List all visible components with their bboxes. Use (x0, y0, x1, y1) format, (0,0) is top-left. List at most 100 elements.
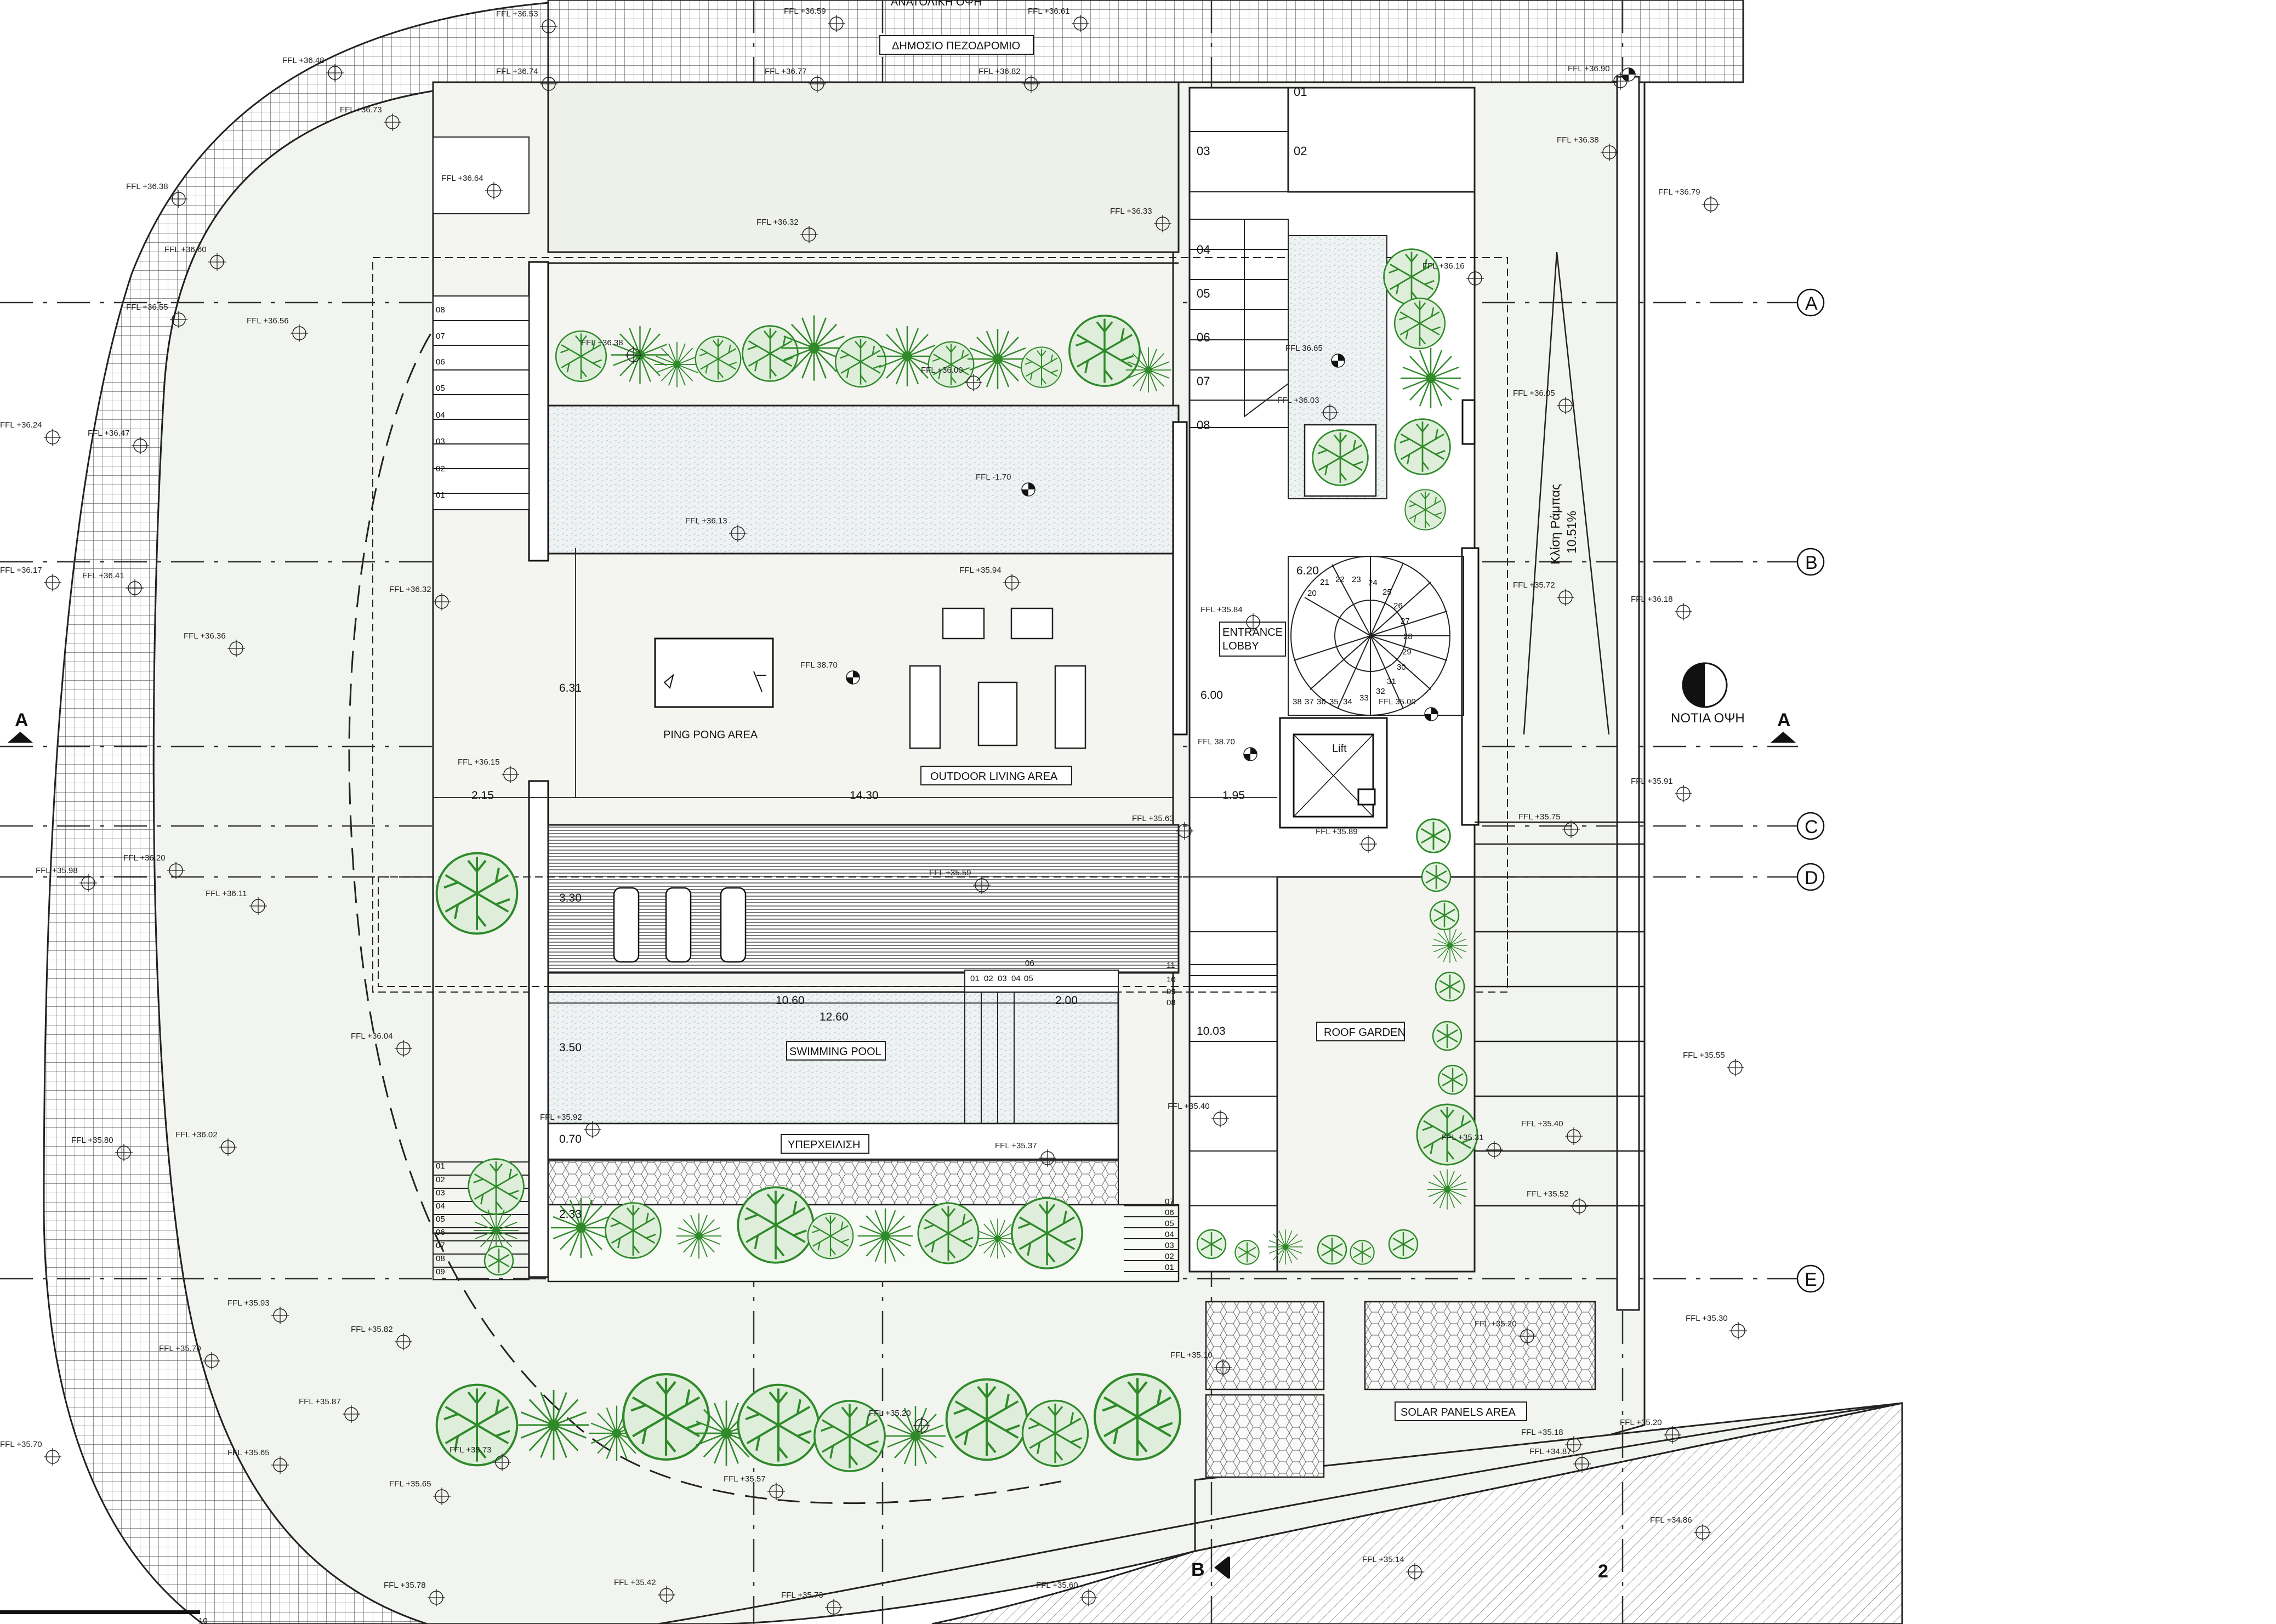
wu-step-07: 07 (436, 332, 445, 341)
level-marker: FFL +36.48 (282, 56, 344, 82)
level-label: FFL +35.55 (1683, 1051, 1725, 1060)
level-label: FFL +35.60 (1036, 1581, 1078, 1590)
level-marker: FFL +35.78 (384, 1581, 445, 1606)
wu-step-01: 01 (436, 491, 445, 500)
level-marker: FFL +36.77 (765, 67, 826, 93)
sp-22: 22 (1335, 575, 1345, 584)
level-marker: FFL +36.05 (1513, 389, 1574, 414)
overflow-label-box (781, 1134, 869, 1154)
level-label: FFL +36.24 (0, 420, 42, 430)
level-label: FFL +35.65 (227, 1448, 270, 1457)
west-upper-stair (433, 136, 530, 510)
level-label: FFL +35.78 (384, 1581, 426, 1590)
level-marker: FFL +36.04 (351, 1032, 412, 1057)
level-symbol-icon (1243, 747, 1258, 761)
level-label: FFL +36.03 (1277, 396, 1319, 405)
east-main-stair (1189, 87, 1289, 428)
wl-step-01: 01 (436, 1161, 445, 1171)
level-label: FFL +36.64 (441, 174, 483, 183)
sp-34: 34 (1343, 697, 1352, 706)
level-label: FFL +36.32 (756, 218, 799, 227)
level-marker: FFL +36.79 (1658, 187, 1720, 213)
sp-25: 25 (1382, 588, 1392, 597)
grid-label-b: B (1805, 552, 1818, 573)
step-03: 03 (1197, 144, 1210, 158)
level-marker: FFL +34.87 (1529, 1447, 1591, 1473)
level-marker: FFL +36.59 (784, 7, 845, 32)
level-label: FFL +35.73 (781, 1591, 823, 1600)
upper-water-pool (547, 404, 1180, 555)
step-04: 04 (1197, 243, 1210, 257)
sp-37: 37 (1305, 697, 1314, 706)
level-label: FFL +36.18 (1631, 595, 1673, 604)
level-label: FFL +36.74 (496, 67, 538, 76)
pergola-slats (547, 824, 1180, 974)
level-marker: FFL +35.70 (159, 1344, 220, 1370)
dim-3-50: 3.50 (559, 1041, 582, 1054)
dim-10-60: 10.60 (776, 994, 805, 1007)
road-surface (1194, 1402, 1903, 1552)
level-label: FFL +36.04 (351, 1032, 393, 1041)
level-marker: FFL +36.16 (1422, 261, 1484, 287)
dimension-lines (433, 548, 1277, 1004)
ping-pong-table (654, 637, 774, 708)
wu-step-06: 06 (436, 357, 445, 367)
level-marker: FFL +35.94 (959, 566, 1021, 591)
level-label: FFL +35.52 (1527, 1189, 1569, 1199)
level-marker: FFL +36.41 (82, 571, 144, 597)
sp-28: 28 (1403, 632, 1413, 641)
level-label: FFL +36.32 (389, 585, 431, 594)
level-marker: FFL +36.38 (1557, 135, 1618, 161)
level-label: FFL 35.00 (1379, 697, 1416, 706)
level-label: FFL +36.13 (685, 516, 727, 526)
level-label: FFL +35.10 (1170, 1351, 1213, 1360)
level-marker: FFL +35.89 (1316, 827, 1377, 853)
south-elevation-marker (1682, 662, 1728, 708)
level-marker: FFL +35.72 (1513, 580, 1574, 606)
level-label: FFL +36.61 (1028, 7, 1070, 16)
section-markers (8, 732, 1796, 1579)
level-label: FFL +36.33 (1110, 207, 1152, 216)
level-marker: FFL 36.65 (1285, 344, 1345, 368)
level-marker: FFL +35.75 (1518, 812, 1580, 838)
level-marker: FFL +36.02 (175, 1130, 237, 1156)
level-marker: FFL +36.13 (685, 516, 747, 542)
level-label: FFL +36.16 (1422, 261, 1465, 271)
pool-steps (964, 970, 1119, 1124)
level-label: FFL +36.53 (496, 9, 538, 19)
level-label: FFL +35.72 (1513, 580, 1555, 590)
level-label: FFL +35.89 (1316, 827, 1358, 836)
lift-label: Lift (1332, 743, 1347, 755)
level-label: FFL +35.57 (724, 1474, 766, 1484)
sp-35: 35 (1329, 697, 1339, 706)
solar-label-box (1395, 1401, 1527, 1421)
level-marker: FFL +35.91 (1631, 777, 1692, 802)
level-label: FFL +34.87 (1529, 1447, 1572, 1456)
level-label: FFL +36.77 (765, 67, 807, 76)
ramp-slope-label: Κλίση Ράμπας (1548, 484, 1562, 565)
dim-1-95: 1.95 (1222, 789, 1245, 802)
dim-6-00: 6.00 (1200, 689, 1223, 702)
wl-step-08: 08 (436, 1254, 445, 1263)
dim-12-60: 12.60 (820, 1011, 849, 1023)
level-marker: FFL +36.64 (441, 174, 503, 200)
sp-36: 36 (1317, 697, 1326, 706)
level-label: FFL +34.86 (1650, 1515, 1692, 1525)
level-marker: FFL +35.93 (227, 1298, 289, 1324)
level-marker: FFL +36.60 (164, 245, 226, 271)
level-marker: FFL +34.86 (1650, 1515, 1711, 1541)
wu-step-02: 02 (436, 464, 445, 474)
level-marker: FFL +36.82 (978, 67, 1040, 93)
el-step-04: 04 (1165, 1230, 1174, 1239)
sp-33: 33 (1359, 693, 1369, 703)
level-label: FFL +35.70 (159, 1344, 201, 1353)
step-01: 01 (1294, 85, 1307, 99)
public-sidewalk (547, 0, 1744, 83)
lift-shaft (1279, 717, 1388, 829)
level-label: FFL +36.48 (282, 56, 325, 65)
outdoor-furniture (909, 607, 1086, 749)
east-stair-numbers: 01 02 03 04 05 06 07 08 (1197, 85, 1307, 432)
level-marker: FFL +35.87 (299, 1397, 360, 1423)
level-label: FFL +35.14 (1362, 1555, 1404, 1564)
